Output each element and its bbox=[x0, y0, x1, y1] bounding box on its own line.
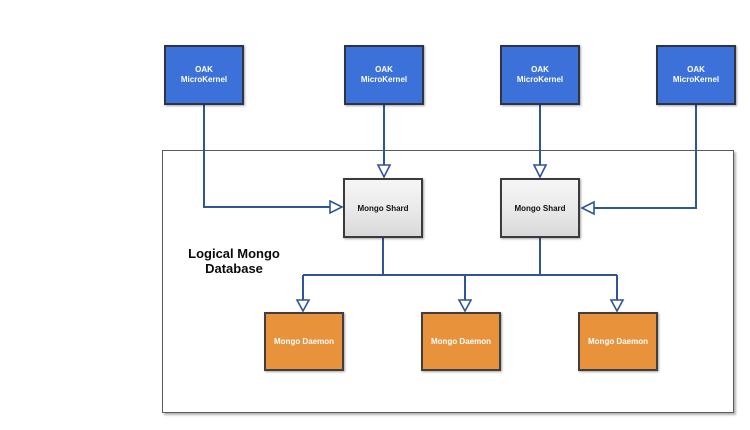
kernel-label-line2: MicroKernel bbox=[672, 75, 720, 84]
kernel-label-line2: MicroKernel bbox=[180, 75, 228, 84]
shard-label: Mongo Shard bbox=[357, 203, 409, 213]
mongo-shard-node-2: Mongo Shard bbox=[500, 178, 580, 238]
oak-microkernel-node-3: OAK MicroKernel bbox=[500, 45, 580, 105]
daemon-label: Mongo Daemon bbox=[588, 337, 648, 346]
kernel-label-line1: OAK bbox=[195, 65, 213, 74]
shard-label: Mongo Shard bbox=[514, 203, 566, 213]
container-label-line2: Database bbox=[205, 261, 263, 276]
mongo-daemon-node-1: Mongo Daemon bbox=[264, 312, 344, 371]
logical-mongo-database-label: Logical Mongo Database bbox=[164, 246, 304, 276]
kernel-label-line2: MicroKernel bbox=[516, 75, 564, 84]
kernel-label-line2: MicroKernel bbox=[360, 75, 408, 84]
kernel-label-line1: OAK bbox=[687, 65, 705, 74]
mongo-daemon-node-2: Mongo Daemon bbox=[421, 312, 501, 371]
mongo-daemon-node-3: Mongo Daemon bbox=[578, 312, 658, 371]
logical-mongo-database-container bbox=[162, 150, 734, 413]
kernel-label-line1: OAK bbox=[375, 65, 393, 74]
daemon-label: Mongo Daemon bbox=[431, 337, 491, 346]
oak-microkernel-node-2: OAK MicroKernel bbox=[344, 45, 424, 105]
daemon-label: Mongo Daemon bbox=[274, 337, 334, 346]
kernel-label-line1: OAK bbox=[531, 65, 549, 74]
oak-microkernel-node-4: OAK MicroKernel bbox=[656, 45, 736, 105]
mongo-shard-node-1: Mongo Shard bbox=[343, 178, 423, 238]
oak-microkernel-node-1: OAK MicroKernel bbox=[164, 45, 244, 105]
container-label-line1: Logical Mongo bbox=[188, 246, 280, 261]
